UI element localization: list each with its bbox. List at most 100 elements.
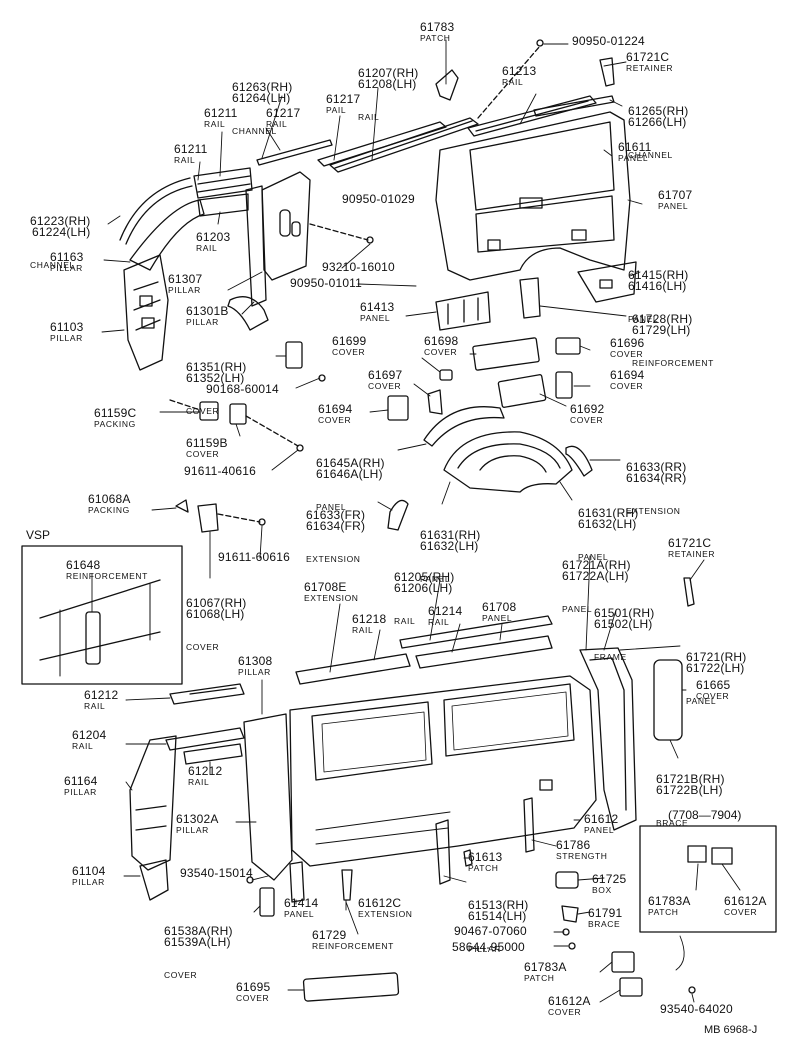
part-number: 61204 [72, 728, 107, 742]
pillar-61308 [243, 713, 293, 881]
label-61207: 61207(RH) 61208(LH) RAIL [358, 46, 419, 134]
part-desc: PANEL [562, 604, 593, 614]
part-desc: RAIL [502, 77, 524, 87]
part-desc: COVER [424, 347, 458, 357]
part-number: 61501(RH) 61502(LH) [594, 606, 655, 631]
cover-61538A [259, 887, 275, 917]
diagram-code: MB 6968-J [704, 1024, 758, 1036]
label-61068A: 61068A PACKING [88, 493, 131, 516]
part-desc: RETAINER [626, 63, 674, 73]
label-61721: 61721(RH) 61722(LH) PANEL [686, 630, 747, 718]
part-number: 61694 [610, 368, 645, 382]
part-number: 61159C [94, 406, 137, 420]
part-number: 61721A(RH) 61722A(LH) [562, 558, 631, 583]
label-61708E: 61708E EXTENSION [304, 581, 359, 604]
label-61308: 61308 PILLAR [238, 655, 272, 678]
pillar-61513 [435, 819, 451, 885]
part-number: 61413 [360, 300, 395, 314]
label-61699: 61699 COVER [332, 335, 366, 358]
label-61783: 61783 PATCH [420, 20, 455, 44]
part-desc: EXTENSION [358, 909, 413, 919]
channel-61223 [119, 177, 193, 245]
part-number: 90950-01011 [290, 276, 363, 290]
retainer-61721C-side [683, 577, 695, 607]
part-number: 61223(RH) 61224(LH) [30, 214, 91, 239]
part-number: 61612 [584, 812, 619, 826]
part-desc: REINFORCEMENT [66, 571, 148, 581]
part-desc: PANEL [686, 696, 717, 706]
label-58644-95000: 58644-95000 [452, 941, 525, 953]
part-desc: PILLAR [168, 285, 201, 295]
label-61721C-top: 61721C RETAINER [626, 51, 674, 74]
quarter-panel-61611 [435, 111, 631, 281]
part-desc: COVER [164, 970, 198, 980]
part-number: 61694 [318, 402, 353, 416]
part-number: 61645A(RH) 61646A(LH) [316, 456, 385, 481]
part-desc: COVER [724, 907, 758, 917]
range-inset [639, 825, 777, 933]
label-90168-60014: 90168-60014 [206, 383, 279, 395]
label-61265: 61265(RH) 61266(LH) CHANNEL [628, 84, 689, 172]
label-61783A-inset: 61783A PATCH [648, 895, 691, 918]
box-61725 [555, 871, 579, 889]
part-number: 61692 [570, 402, 605, 416]
wheel-house-panel-61645A [423, 406, 505, 447]
part-number: 61786 [556, 838, 591, 852]
part-number: 61698 [424, 334, 459, 348]
part-number: 61302A [176, 812, 219, 826]
label-90950-01224: 90950-01224 [572, 35, 645, 47]
part-number: 61783 [420, 20, 455, 34]
label-61696: 61696 COVER [610, 337, 644, 360]
part-number: 61721B(RH) 61722B(LH) [656, 772, 725, 797]
part-number: 61351(RH) 61352(LH) [186, 360, 247, 385]
channel-61263 [256, 139, 333, 166]
part-number: 61163 [50, 250, 84, 264]
range-inset-title: (7708—7904) [668, 808, 742, 822]
part-desc: RAIL [204, 119, 226, 129]
pillar-61163 [129, 199, 205, 271]
part-number: 61538A(RH) 61539A(LH) [164, 924, 233, 949]
label-90950-01029: 90950-01029 [342, 193, 415, 205]
label-61613: 61613 PATCH [468, 851, 502, 874]
label-61721C-side: 61721C RETAINER [668, 536, 715, 560]
part-desc: RAIL [358, 112, 380, 122]
part-desc: COVER [610, 381, 644, 391]
label-61708: 61708 PANEL [482, 601, 516, 624]
cover-61699 [439, 369, 453, 381]
cover-61159B [229, 403, 247, 425]
label-61783A-bottom: 61783A PATCH [524, 961, 567, 984]
part-number: 93540-15014 [180, 866, 253, 880]
cover-61695 [302, 972, 400, 1002]
part-number: 61721C [668, 536, 712, 550]
label-61213: 61213 RAIL [502, 65, 536, 88]
part-desc: COVER [332, 347, 366, 357]
part-desc: RAIL [428, 617, 450, 627]
label-61218: 61218 RAIL [352, 612, 387, 636]
wheel-house-panel-61631 [443, 431, 573, 493]
label-61159B: 61159B COVER [186, 437, 228, 460]
part-desc: EXTENSION [306, 554, 361, 564]
label-61721A: 61721A(RH) 61722A(LH) PANEL [562, 538, 631, 626]
part-number: 61415(RH) 61416(LH) [628, 268, 689, 293]
part-number: 61218 [352, 612, 387, 626]
part-desc: PANEL [658, 201, 689, 211]
part-number: 61513(RH) 61514(LH) [468, 898, 529, 923]
pillar-61103 [123, 254, 169, 371]
part-number: 61207(RH) 61208(LH) [358, 66, 419, 91]
part-desc: PATCH [648, 907, 679, 917]
part-number: 61212 [188, 764, 223, 778]
part-desc: PANEL [360, 313, 391, 323]
label-61163: 61163 PILLAR [50, 250, 84, 274]
part-desc: COVER [318, 415, 352, 425]
part-number: 93540-64020 [660, 1002, 733, 1016]
part-number: 61612C [358, 896, 402, 910]
label-61665: 61665 COVER [696, 679, 730, 702]
cover-61612A-bottom [619, 977, 643, 997]
label-61415: 61415(RH) 61416(LH) PANEL [628, 248, 689, 336]
cover-61698 [472, 337, 540, 371]
label-61697: 61697 COVER [368, 369, 402, 392]
panel-61414 [289, 861, 305, 903]
strength-61786 [523, 797, 535, 853]
label-93540-15014: 93540-15014 [180, 866, 253, 880]
reinforcement-61729-bottom [341, 869, 353, 901]
